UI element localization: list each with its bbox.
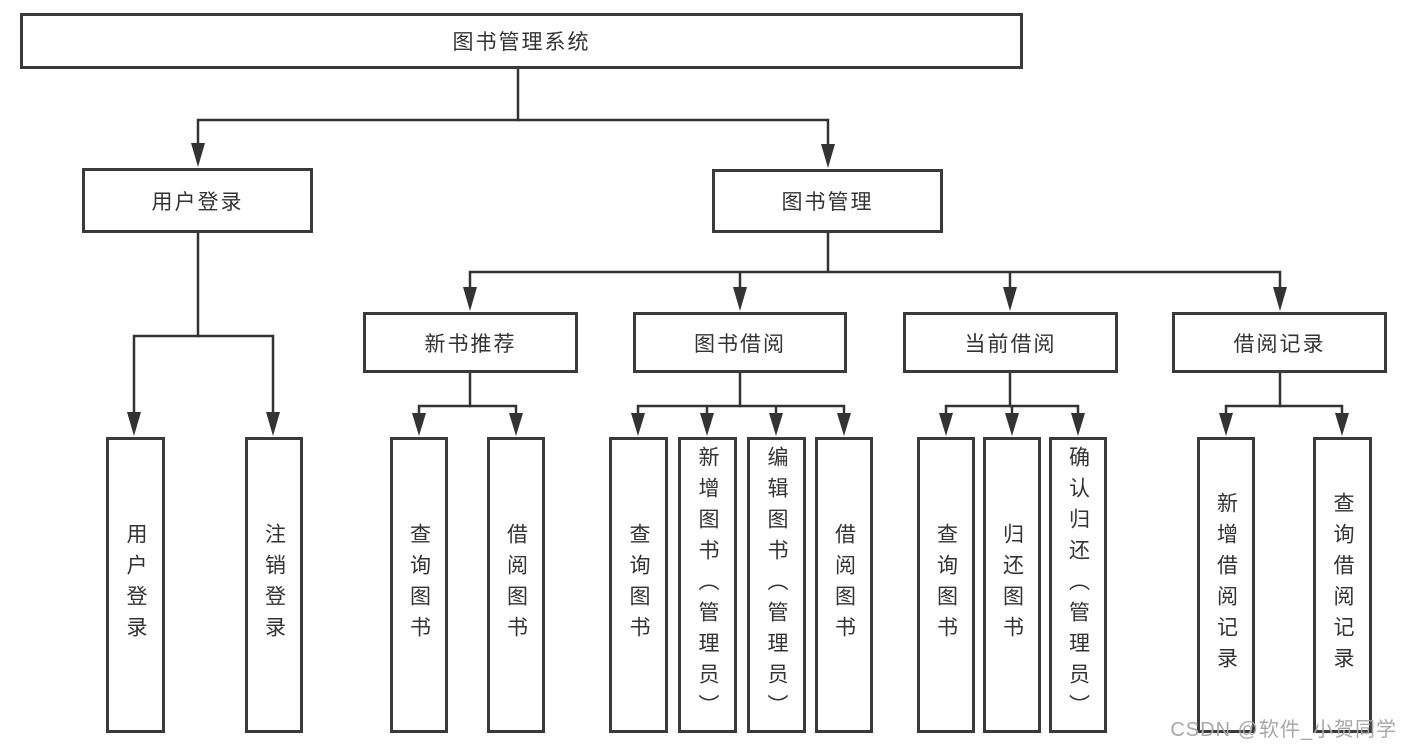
leaf-label: 借阅图书 [832,523,856,647]
leaf-add-books-admin: 新增图书（管理员） [678,437,737,733]
leaf-query-books: 查询图书 [917,437,975,733]
leaf-user-login: 用户登录 [106,437,165,733]
arrowheads [127,143,1349,436]
leaf-edit-books-admin: 编辑图书（管理员） [747,437,806,733]
leaf-query-borrow-record: 查询借阅记录 [1313,437,1372,733]
leaf-add-borrow-record: 新增借阅记录 [1197,437,1255,733]
node-book-management: 图书管理 [712,169,943,233]
leaf-borrow-books: 借阅图书 [815,437,873,733]
node-new-book-recommend: 新书推荐 [363,312,578,373]
leaf-label: 归还图书 [1000,523,1024,647]
node-user-login: 用户登录 [82,168,313,233]
leaf-label: 确认归还（管理员） [1066,445,1090,725]
leaf-query-books: 查询图书 [609,437,668,733]
csdn-watermark: CSDN @软件_小贺同学 [1170,719,1397,741]
leaf-logout-login: 注销登录 [245,437,303,733]
leaf-borrow-books: 借阅图书 [487,437,545,733]
node-current-borrowing: 当前借阅 [903,312,1118,373]
node-library-management-system: 图书管理系统 [20,13,1023,69]
leaf-label: 查询图书 [934,523,958,647]
leaf-label: 新增借阅记录 [1214,492,1238,678]
leaf-return-books: 归还图书 [983,437,1041,733]
leaf-label: 借阅图书 [504,523,528,647]
leaf-label: 编辑图书（管理员） [765,445,788,725]
node-borrowing-records: 借阅记录 [1172,312,1387,373]
node-book-borrowing: 图书借阅 [633,312,847,373]
leaf-label: 查询借阅记录 [1331,492,1354,678]
leaf-query-books: 查询图书 [390,437,448,733]
leaf-label: 新增图书（管理员） [696,445,719,725]
leaf-confirm-return-admin: 确认归还（管理员） [1049,437,1107,733]
leaf-label: 查询图书 [407,523,431,647]
leaf-label: 注销登录 [262,523,286,647]
leaf-label: 用户登录 [124,523,147,647]
leaf-label: 查询图书 [627,523,650,647]
